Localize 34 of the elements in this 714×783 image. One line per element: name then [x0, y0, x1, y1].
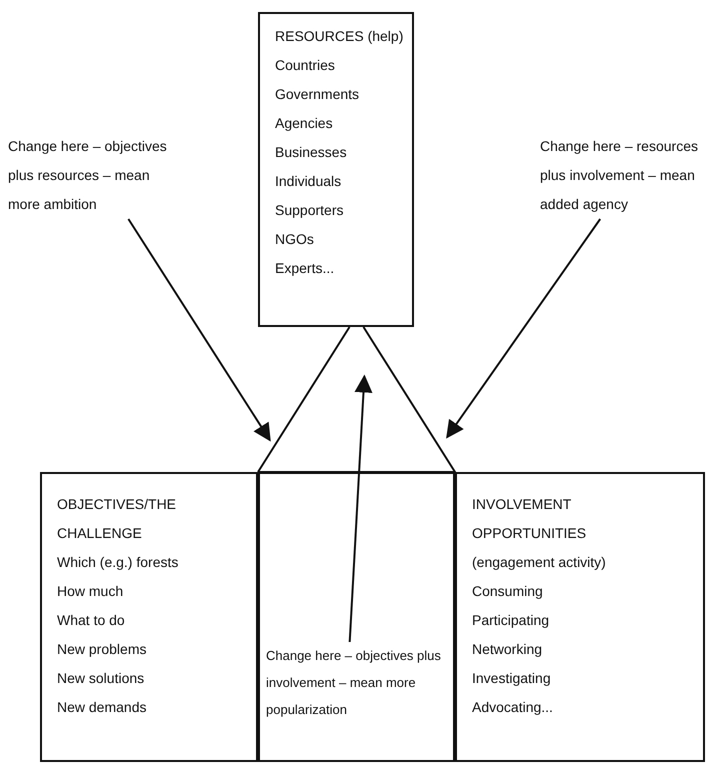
list-item: Consuming: [472, 582, 544, 601]
list-item: (engagement activity): [472, 553, 607, 572]
arrow: [348, 374, 372, 642]
list-item: Countries: [275, 56, 336, 75]
list-item: New problems: [57, 640, 148, 659]
list-item: Agencies: [275, 114, 334, 133]
list-item: Governments: [275, 85, 360, 104]
list-item: Individuals: [275, 172, 342, 191]
list-item: Investigating: [472, 669, 552, 688]
list-item: Advocating...: [472, 698, 554, 717]
list-item: Experts...: [275, 259, 336, 278]
resources-box: [258, 12, 414, 327]
list-item: Supporters: [275, 201, 344, 220]
involvement-box: [455, 472, 705, 762]
list-item: Networking: [472, 640, 544, 659]
box-heading: RESOURCES (help): [275, 27, 402, 46]
annotation-text: Change here – objectives plus resources – mean more ambition: [8, 132, 180, 219]
annotation-text: Change here – resources plus involvement – mean added agency: [540, 132, 712, 219]
box-heading: INVOLVEMENT OPPORTUNITIES: [472, 495, 588, 543]
arrow: [446, 218, 602, 439]
list-item: Which (e.g.) forests: [57, 553, 180, 572]
annotation-text: Change here – objectives plus involvement – mean more popularization: [266, 642, 452, 723]
center-box: [258, 472, 455, 762]
list-item: How much: [57, 582, 124, 601]
list-item: New demands: [57, 698, 148, 717]
list-item: Participating: [472, 611, 550, 630]
list-item: What to do: [57, 611, 126, 630]
triangle-shape: [258, 327, 455, 472]
box-heading: OBJECTIVES/THE CHALLENGE: [57, 495, 178, 543]
objectives-box: [40, 472, 258, 762]
list-item: New solutions: [57, 669, 146, 688]
arrow: [128, 218, 271, 442]
list-item: Businesses: [275, 143, 348, 162]
list-item: NGOs: [275, 230, 315, 249]
